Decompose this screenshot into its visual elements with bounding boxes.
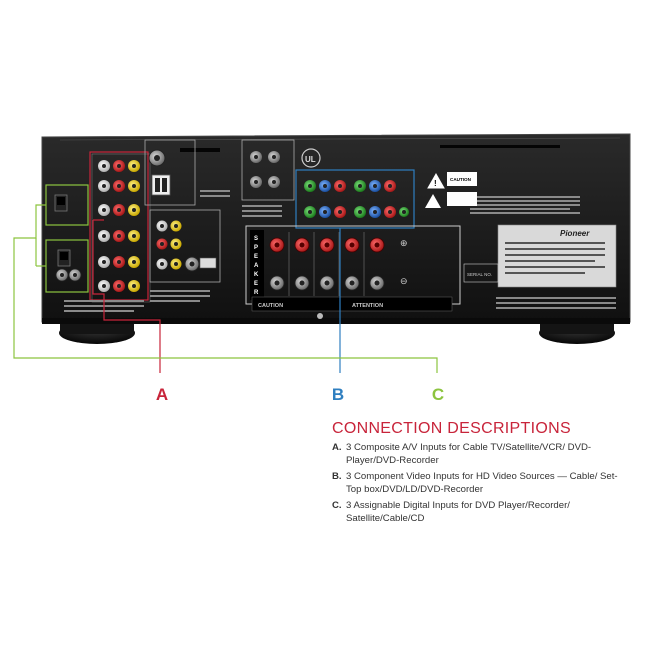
description-text: 3 Component Video Inputs for HD Video So… <box>346 471 618 495</box>
svg-text:CAUTION: CAUTION <box>258 303 283 309</box>
description-item-a: A. 3 Composite A/V Inputs for Cable TV/S… <box>332 442 632 467</box>
svg-text:UL: UL <box>305 155 316 164</box>
svg-text:P: P <box>254 245 258 251</box>
connection-descriptions: CONNECTION DESCRIPTIONS A. 3 Composite A… <box>332 420 632 529</box>
speaker-terminals <box>269 237 385 291</box>
caution-labels: ! CAUTION <box>425 172 477 208</box>
svg-text:ATTENTION: ATTENTION <box>352 303 383 309</box>
svg-text:SERIAL NO.: SERIAL NO. <box>467 272 492 277</box>
svg-text:E: E <box>254 254 258 260</box>
svg-text:CAUTION: CAUTION <box>450 177 472 182</box>
composite-jacks <box>98 160 140 292</box>
callout-line-a <box>92 263 161 373</box>
svg-text:⊖: ⊖ <box>400 276 408 286</box>
callout-label-b: B <box>331 385 345 404</box>
description-letter: B. <box>332 471 342 482</box>
description-text: 3 Composite A/V Inputs for Cable TV/Sate… <box>346 442 592 466</box>
component-inputs-outline <box>295 169 415 229</box>
svg-text:R: R <box>254 290 259 296</box>
component-jacks <box>304 180 409 218</box>
description-letter: A. <box>332 442 342 453</box>
description-letter: C. <box>332 500 342 511</box>
svg-text:S: S <box>254 236 258 242</box>
ul-mark <box>301 148 321 168</box>
description-item-c: C. 3 Assignable Digital Inputs for DVD P… <box>332 500 632 525</box>
svg-text:Pioneer: Pioneer <box>560 229 590 238</box>
description-text: 3 Assignable Digital Inputs for DVD Play… <box>346 500 570 524</box>
svg-text:K: K <box>254 272 259 278</box>
callout-label-c: C <box>431 385 445 404</box>
description-item-b: B. 3 Component Video Inputs for HD Video… <box>332 471 632 496</box>
svg-text:A: A <box>254 263 259 269</box>
svg-text:⊕: ⊕ <box>400 238 408 248</box>
svg-text:!: ! <box>434 179 437 188</box>
callout-line-c <box>13 204 438 373</box>
callout-label-a: A <box>155 385 169 404</box>
descriptions-heading: CONNECTION DESCRIPTIONS <box>332 420 571 437</box>
svg-text:E: E <box>254 281 258 287</box>
